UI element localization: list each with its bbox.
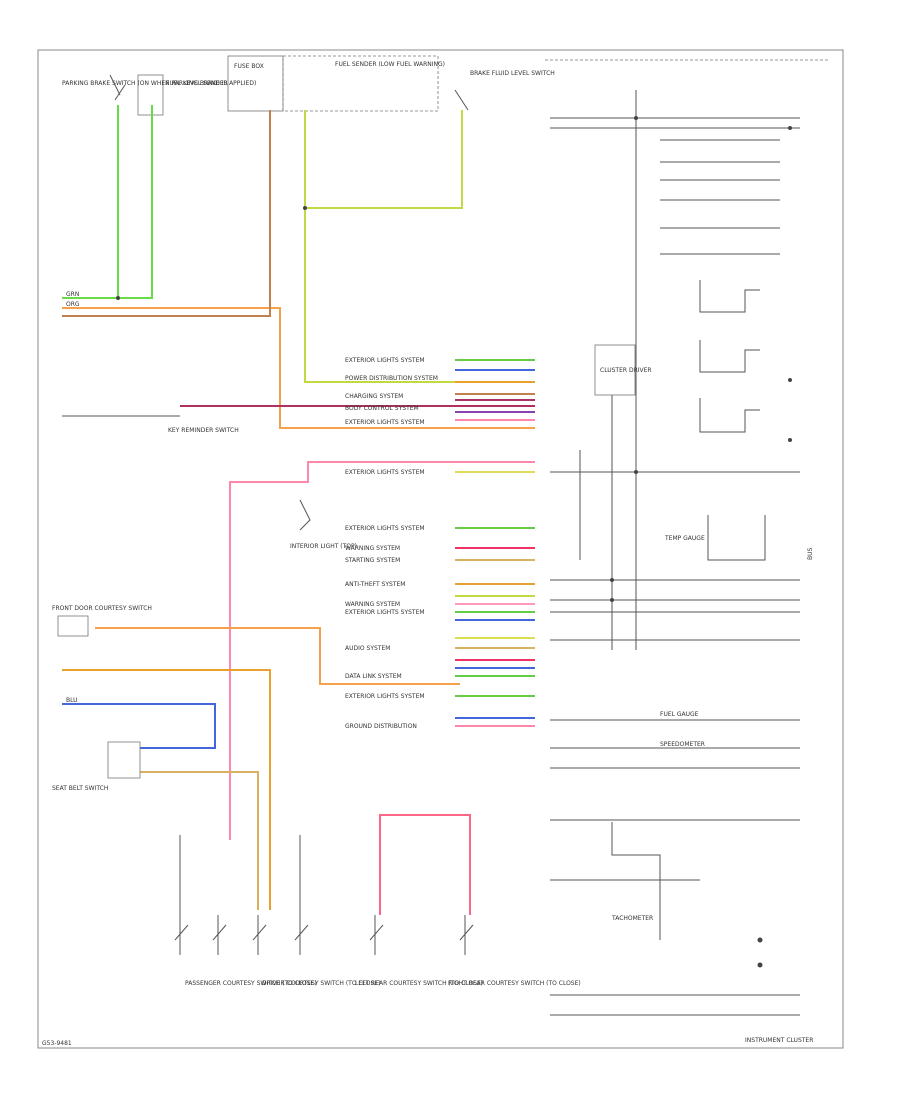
wire-pnk-1 bbox=[229, 461, 460, 840]
brake-fluid-label: BRAKE FLUID LEVEL SWITCH bbox=[470, 70, 555, 77]
svg-text:EXTERIOR LIGHTS SYSTEM: EXTERIOR LIGHTS SYSTEM bbox=[345, 609, 425, 616]
svg-text:ANTI-THEFT SYSTEM: ANTI-THEFT SYSTEM bbox=[345, 581, 405, 588]
wire-label-grn: GRN bbox=[66, 291, 79, 298]
svg-text:EXTERIOR LIGHTS SYSTEM: EXTERIOR LIGHTS SYSTEM bbox=[345, 469, 425, 476]
svg-text:EXTERIOR LIGHTS SYSTEM: EXTERIOR LIGHTS SYSTEM bbox=[345, 357, 425, 364]
svg-text:STARTING SYSTEM: STARTING SYSTEM bbox=[345, 557, 400, 564]
svg-text:GROUND DISTRIBUTION: GROUND DISTRIBUTION bbox=[345, 723, 417, 730]
rr-door-label: RIGHT REAR COURTESY SWITCH (TO CLOSE) bbox=[448, 980, 581, 987]
wire-org-1 bbox=[62, 307, 460, 429]
fuel-sender-label: FUEL SENDER (LOW FUEL WARNING) bbox=[335, 61, 445, 68]
wire-pnk-2 bbox=[379, 814, 471, 915]
fuel-level-box bbox=[137, 74, 164, 116]
wire-brn-1 bbox=[62, 110, 271, 317]
parking-brake-label: PARKING BRAKE SWITCH (ON WHEN PARKING BR… bbox=[62, 80, 256, 87]
cluster-driver-label: CLUSTER DRIVER bbox=[600, 367, 652, 374]
svg-text:POWER DISTRIBUTION SYSTEM: POWER DISTRIBUTION SYSTEM bbox=[345, 375, 438, 382]
wire-blu-1 bbox=[62, 703, 216, 749]
connector-labels: EXTERIOR LIGHTS SYSTEM POWER DISTRIBUTIO… bbox=[345, 357, 438, 730]
wire-org-2 bbox=[95, 627, 460, 685]
driver-door-label: DRIVER COURTESY SWITCH (TO CLOSE) bbox=[262, 980, 380, 987]
footer-right: INSTRUMENT CLUSTER bbox=[745, 1037, 813, 1044]
svg-text:WARNING SYSTEM: WARNING SYSTEM bbox=[345, 545, 400, 552]
passenger-door-label: PASSENGER COURTESY SWITCH (TO CLOSE) bbox=[185, 980, 317, 987]
svg-text:EXTERIOR LIGHTS SYSTEM: EXTERIOR LIGHTS SYSTEM bbox=[345, 419, 425, 426]
front-door-label: FRONT DOOR COURTESY SWITCH bbox=[52, 605, 152, 612]
tachometer-label: TACHOMETER bbox=[611, 915, 653, 922]
interior-light-label: INTERIOR LIGHT (TOP) bbox=[290, 543, 357, 550]
svg-text:WARNING SYSTEM: WARNING SYSTEM bbox=[345, 601, 400, 608]
wire-label-blu: BLU bbox=[66, 697, 78, 704]
wire-tan-1 bbox=[140, 771, 259, 910]
junction-dots bbox=[116, 116, 792, 968]
lr-door-label: LEFT REAR COURTESY SWITCH (TO CLOSE) bbox=[355, 980, 483, 987]
diagram-border bbox=[37, 49, 844, 1049]
svg-text:AUDIO SYSTEM: AUDIO SYSTEM bbox=[345, 645, 390, 652]
svg-text:DATA LINK SYSTEM: DATA LINK SYSTEM bbox=[345, 673, 402, 680]
svg-text:EXTERIOR LIGHTS SYSTEM: EXTERIOR LIGHTS SYSTEM bbox=[345, 693, 425, 700]
seat-belt-switch bbox=[107, 741, 141, 779]
temp-gauge-label: TEMP GAUGE bbox=[664, 535, 705, 542]
front-door-switch bbox=[57, 615, 89, 637]
wire-grn-1 bbox=[62, 105, 119, 299]
footer-left: G53-9481 bbox=[42, 1040, 72, 1047]
wire-org-3 bbox=[62, 669, 271, 910]
wire-yelgrn-1 bbox=[304, 110, 460, 383]
key-reminder-label: KEY REMINDER SWITCH bbox=[168, 427, 239, 434]
svg-text:CHARGING SYSTEM: CHARGING SYSTEM bbox=[345, 393, 403, 400]
connector-stubs bbox=[455, 359, 535, 727]
fuel-sender-box bbox=[282, 55, 439, 112]
door-switches bbox=[174, 835, 474, 955]
brake-fluid-switch bbox=[454, 89, 469, 111]
cluster-driver-box bbox=[594, 344, 636, 396]
fuel-gauge-label: FUEL GAUGE bbox=[660, 711, 699, 718]
speedometer-label: SPEEDOMETER bbox=[660, 741, 705, 748]
wire-label-org: ORG bbox=[66, 301, 80, 308]
fuse-box-label: FUSE BOX bbox=[234, 63, 264, 70]
svg-text:BODY CONTROL SYSTEM: BODY CONTROL SYSTEM bbox=[345, 405, 419, 412]
cluster-internal-lines bbox=[550, 90, 800, 1016]
seat-belt-label: SEAT BELT SWITCH bbox=[52, 785, 108, 792]
parking-brake-switch bbox=[109, 74, 126, 101]
wire-yelgrn-2 bbox=[305, 110, 463, 209]
wire-grn-2 bbox=[118, 105, 153, 299]
interior-light-symbol bbox=[299, 499, 311, 531]
fuel-level-label: FUEL LEVEL SENDER bbox=[166, 80, 228, 87]
bus-side-label: BUS bbox=[807, 547, 814, 560]
svg-text:EXTERIOR LIGHTS SYSTEM: EXTERIOR LIGHTS SYSTEM bbox=[345, 525, 425, 532]
